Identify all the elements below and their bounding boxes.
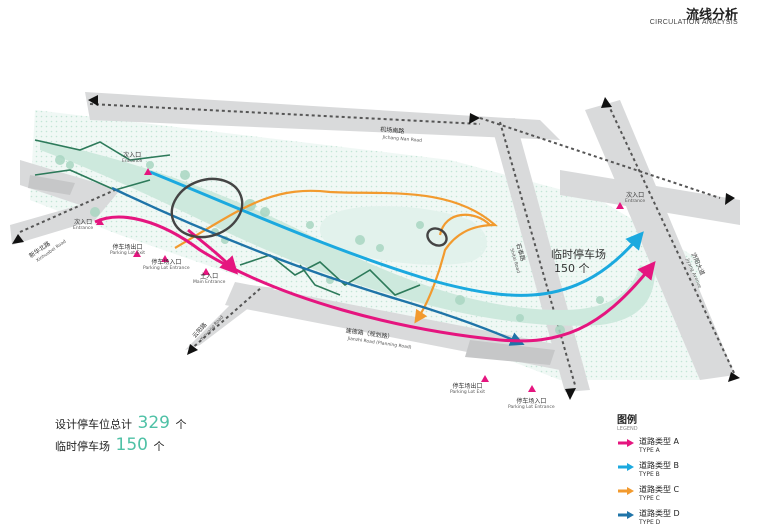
label-parking-entrance-west-en: Parking Lot Entrance: [143, 266, 190, 271]
west-parking-strip: [28, 175, 75, 195]
design-parking-unit: 个: [175, 418, 187, 431]
design-parking-row: 设计停车位总计 329 个: [55, 412, 186, 434]
legend-item-type-b: 道路类型 B TYPE B: [617, 460, 747, 484]
legend-title: 图例: [617, 415, 637, 426]
temp-parking-value: 150: [115, 435, 148, 455]
page-title: 流线分析: [685, 8, 738, 23]
road-label-jichang-cn: 机场南路: [379, 126, 405, 136]
legend-sub-a: TYPE A: [639, 447, 660, 454]
east-crossroad: [560, 170, 740, 225]
label-secondary-entrance-north-en: Entrance: [122, 159, 143, 164]
jichang-road: [85, 92, 560, 140]
route-type-d: [111, 186, 525, 346]
legend-label-a: 道路类型 A: [639, 437, 680, 446]
label-parking-entrance-south-cn: 停车场入口: [516, 398, 547, 405]
road-end-arrows: [12, 95, 740, 400]
legend-subtitle: LEGEND: [617, 426, 638, 432]
legend-item-type-d: 道路类型 D TYPE D: [617, 508, 747, 532]
route-type-c-loop: [438, 213, 491, 236]
label-parking-exit-west-en: Parking Lot Exit: [110, 251, 146, 256]
label-secondary-entrance-east-en: Entrance: [625, 199, 646, 204]
legend-arrow-icon-c: [618, 487, 634, 495]
legend-sub-b: TYPE B: [639, 471, 660, 478]
label-secondary-entrance-east-cn: 次入口: [626, 192, 645, 199]
route-type-a-entry: [187, 228, 239, 275]
node-circle-west: [170, 177, 244, 239]
legend-arrow-icon-a: [618, 439, 634, 447]
label-parking-exit-south-cn: 停车场出口: [452, 383, 483, 390]
yunyang-road: [185, 285, 275, 350]
tree-clusters: [55, 155, 604, 335]
jiyang-road: [585, 100, 735, 380]
design-parking-value: 329: [137, 413, 170, 433]
label-parking-entrance-south-en: Parking Lot Entrance: [508, 405, 555, 410]
label-secondary-entrance-west-cn: 次入口: [74, 219, 93, 226]
legend-label-d: 道路类型 D: [639, 509, 680, 518]
legend-label-c: 道路类型 C: [639, 485, 680, 494]
temp-parking-map-count: 150 个: [554, 262, 590, 275]
node-circle-lake: [426, 227, 448, 247]
label-parking-exit-south-en: Parking Lot Exit: [450, 390, 486, 395]
temp-parking-unit: 个: [153, 440, 165, 453]
label-secondary-entrance-north-cn: 次入口: [123, 152, 142, 159]
legend-sub-d: TYPE D: [639, 519, 661, 526]
temp-parking-row: 临时停车场 150 个: [55, 434, 186, 456]
label-main-entrance-cn: 主入口: [200, 273, 219, 280]
south-parking-strip: [465, 340, 555, 365]
temp-parking-label: 临时停车场: [55, 440, 110, 453]
river-channel: [40, 140, 655, 326]
design-parking-label: 设计停车位总计: [55, 418, 132, 431]
entrance-markers: [96, 168, 624, 392]
road-dash-lines: [19, 103, 736, 386]
label-parking-exit-west-cn: 停车场出口: [112, 244, 143, 251]
legend-arrow-icon-d: [618, 511, 634, 519]
route-type-b: [149, 170, 644, 297]
legend-sub-c: TYPE C: [639, 495, 660, 502]
parking-stats: 设计停车位总计 329 个 临时停车场 150 个: [55, 412, 186, 456]
label-secondary-entrance-west-en: Entrance: [73, 226, 94, 231]
route-type-c: [174, 189, 498, 324]
page-subtitle: CIRCULATION ANALYSIS: [649, 19, 738, 26]
legend-arrow-icon-b: [618, 463, 634, 471]
label-main-entrance-en: Main Entrance: [193, 280, 226, 285]
legend: 图例 LEGEND 道路类型 A TYPE A 道路类型 B TYPE B 道路…: [617, 411, 747, 532]
temp-parking-map-label: 临时停车场: [551, 248, 606, 261]
route-type-a: [94, 215, 656, 343]
legend-item-type-c: 道路类型 C TYPE C: [617, 484, 747, 508]
label-parking-entrance-west-cn: 停车场入口: [151, 259, 182, 266]
legend-label-b: 道路类型 B: [639, 461, 680, 470]
legend-item-type-a: 道路类型 A TYPE A: [617, 436, 747, 460]
